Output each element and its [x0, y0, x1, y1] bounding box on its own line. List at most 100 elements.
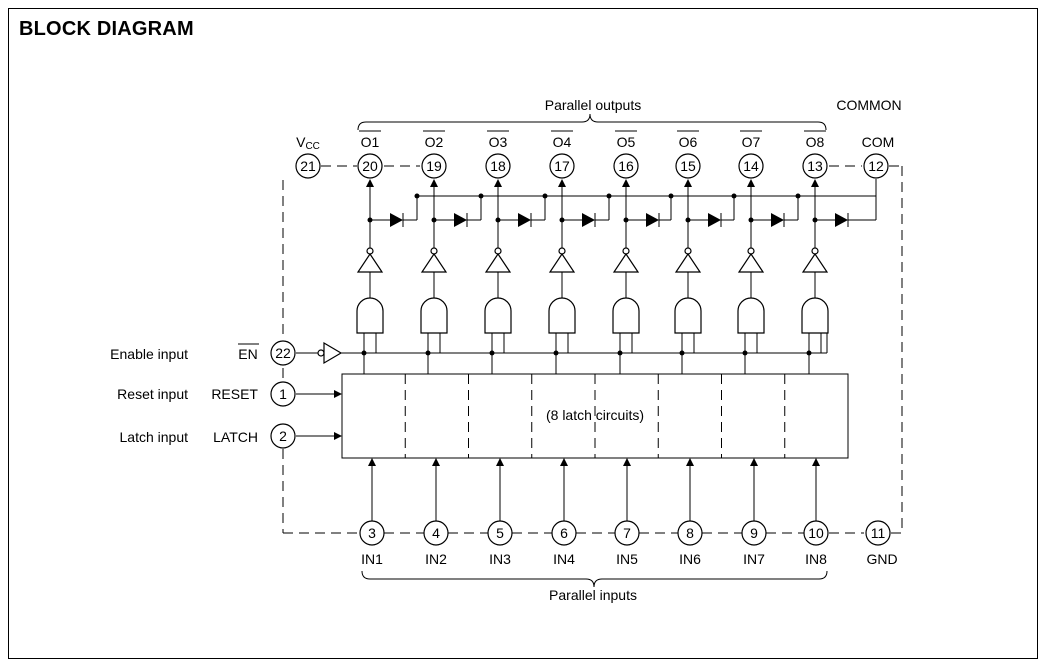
svg-text:VCC: VCC [296, 134, 320, 152]
junction-dot [489, 350, 495, 356]
junction-dot [478, 193, 484, 199]
output-arrow [684, 179, 692, 187]
output-pin-19 [421, 153, 447, 179]
junction-dot [606, 193, 612, 199]
output-label-o5: O5 [617, 134, 636, 150]
output-arrow [622, 179, 630, 187]
svg-text:1: 1 [279, 386, 287, 402]
output-arrow [747, 179, 755, 187]
junction-dot [795, 193, 801, 199]
junction-dot [414, 193, 420, 199]
output-pin-17 [549, 153, 575, 179]
input-pin-number: 3 [368, 525, 376, 541]
parallel-outputs-label: Parallel outputs [545, 97, 642, 113]
diode [646, 213, 659, 227]
output-label-o1: O1 [361, 134, 380, 150]
input-label-in2: IN2 [425, 551, 447, 567]
junction-dot [668, 193, 674, 199]
output-pin-14 [738, 153, 764, 179]
junction-dot [542, 193, 548, 199]
input-arrow [812, 458, 820, 466]
svg-text:22: 22 [275, 345, 291, 361]
input-label-in4: IN4 [553, 551, 575, 567]
parallel-inputs-brace [361, 570, 828, 588]
junction-dot [425, 350, 431, 356]
input-pin-number: 10 [808, 525, 824, 541]
and-gate [484, 297, 512, 334]
output-pin-15 [675, 153, 701, 179]
input-label-in8: IN8 [805, 551, 827, 567]
inverter [420, 252, 448, 273]
and-gate [612, 297, 640, 334]
output-label-o8: O8 [806, 134, 825, 150]
input-pin-10 [803, 520, 829, 546]
diagram-frame [8, 8, 1038, 659]
common-label: COMMON [836, 97, 901, 113]
input-arrow [623, 458, 631, 466]
pin-1: 1 [270, 381, 296, 407]
input-label-in6: IN6 [679, 551, 701, 567]
svg-text:2: 2 [279, 428, 287, 444]
output-channel-4: 17 O4 [548, 130, 612, 374]
output-pin-number: 13 [807, 158, 823, 174]
latch-signal-label: LATCH [213, 429, 258, 445]
inverter [484, 252, 512, 273]
diode [582, 213, 595, 227]
junction-dot [679, 350, 685, 356]
output-pin-20 [357, 153, 383, 179]
input-label-in1: IN1 [361, 551, 383, 567]
input-arrow [368, 458, 376, 466]
inverter [548, 252, 576, 273]
output-pin-number: 18 [490, 158, 506, 174]
and-gate [356, 297, 384, 334]
input-label-in5: IN5 [616, 551, 638, 567]
enable-signal-label: EN [238, 346, 257, 362]
and-gate [801, 297, 829, 334]
output-pin-number: 19 [426, 158, 442, 174]
output-pin-number: 14 [743, 158, 759, 174]
input-arrow [560, 458, 568, 466]
enable-buffer [323, 341, 343, 365]
reset-signal-label: RESET [211, 386, 258, 402]
output-channel-2: 19 O2 [420, 130, 484, 374]
output-pin-number: 17 [554, 158, 570, 174]
reset-input-label: Reset input [117, 386, 188, 402]
junction-dot [731, 193, 737, 199]
output-arrow [430, 179, 438, 187]
output-pin-number: 16 [618, 158, 634, 174]
enable-input-label: Enable input [110, 346, 188, 362]
gnd-label: GND [866, 551, 897, 567]
input-pin-number: 5 [496, 525, 504, 541]
control-arrows [296, 390, 342, 440]
and-gate [548, 297, 576, 334]
input-label-in3: IN3 [489, 551, 511, 567]
output-pin-number: 15 [680, 158, 696, 174]
input-pin-number: 7 [623, 525, 631, 541]
input-pin-number: 9 [750, 525, 758, 541]
svg-text:21: 21 [300, 158, 316, 174]
output-arrow [366, 179, 374, 187]
input-arrow [496, 458, 504, 466]
inverter [674, 252, 702, 273]
output-label-o2: O2 [425, 134, 444, 150]
and-gate [737, 297, 765, 334]
junction-dot [806, 350, 812, 356]
vcc-subscript: CC [305, 141, 319, 152]
gnd-pin: 11 GND [865, 520, 898, 567]
output-arrow [558, 179, 566, 187]
com-pin: 12 COM [862, 134, 894, 179]
inverter [737, 252, 765, 273]
junction-dot [361, 350, 367, 356]
output-label-o4: O4 [553, 134, 572, 150]
diode [454, 213, 467, 227]
inverter [801, 252, 829, 273]
